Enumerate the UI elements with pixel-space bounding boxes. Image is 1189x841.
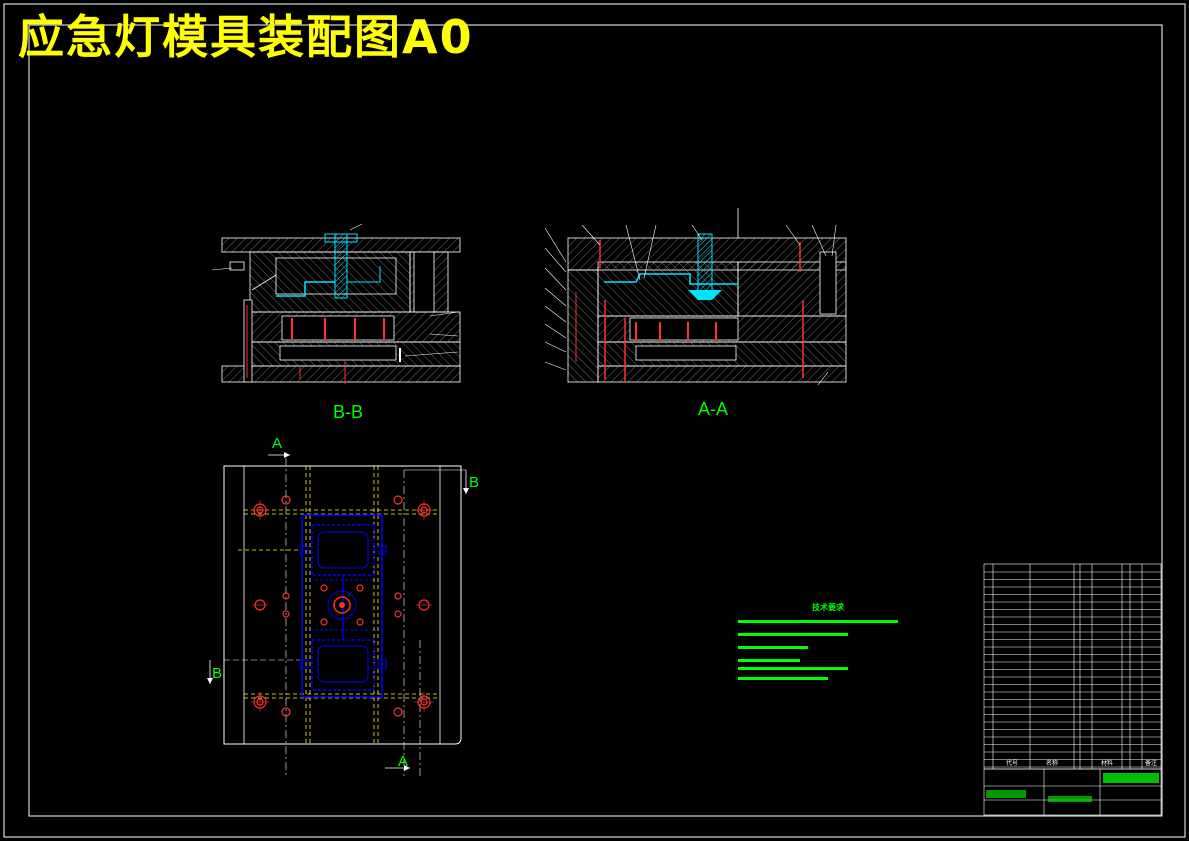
- title-block-material-header: 材料: [1101, 759, 1113, 767]
- section-aa-view: [544, 208, 847, 386]
- drawing-title: 应急灯模具装配图A0: [18, 10, 474, 64]
- cut-marker-a-bottom: A: [398, 753, 408, 770]
- plan-view: [207, 452, 469, 776]
- section-aa-label: A-A: [698, 399, 728, 419]
- cut-marker-b-left: B: [212, 665, 222, 682]
- parts-list-table: [983, 563, 1162, 816]
- title-block-note-header: 备注: [1145, 759, 1157, 767]
- cut-marker-a-top: A: [272, 435, 282, 452]
- title-block-code-header: 代号: [1006, 759, 1018, 767]
- section-bb-view: [211, 223, 461, 384]
- title-block-name-header: 名称: [1046, 759, 1058, 767]
- tech-notes-block: [738, 620, 898, 680]
- title-block-fills: [986, 773, 1159, 802]
- cut-marker-b-right: B: [469, 474, 479, 491]
- section-bb-label: B-B: [333, 402, 363, 422]
- tech-notes-heading: 技术要求: [812, 602, 845, 612]
- outer-border: [3, 3, 1186, 838]
- inner-frame: [28, 24, 1163, 817]
